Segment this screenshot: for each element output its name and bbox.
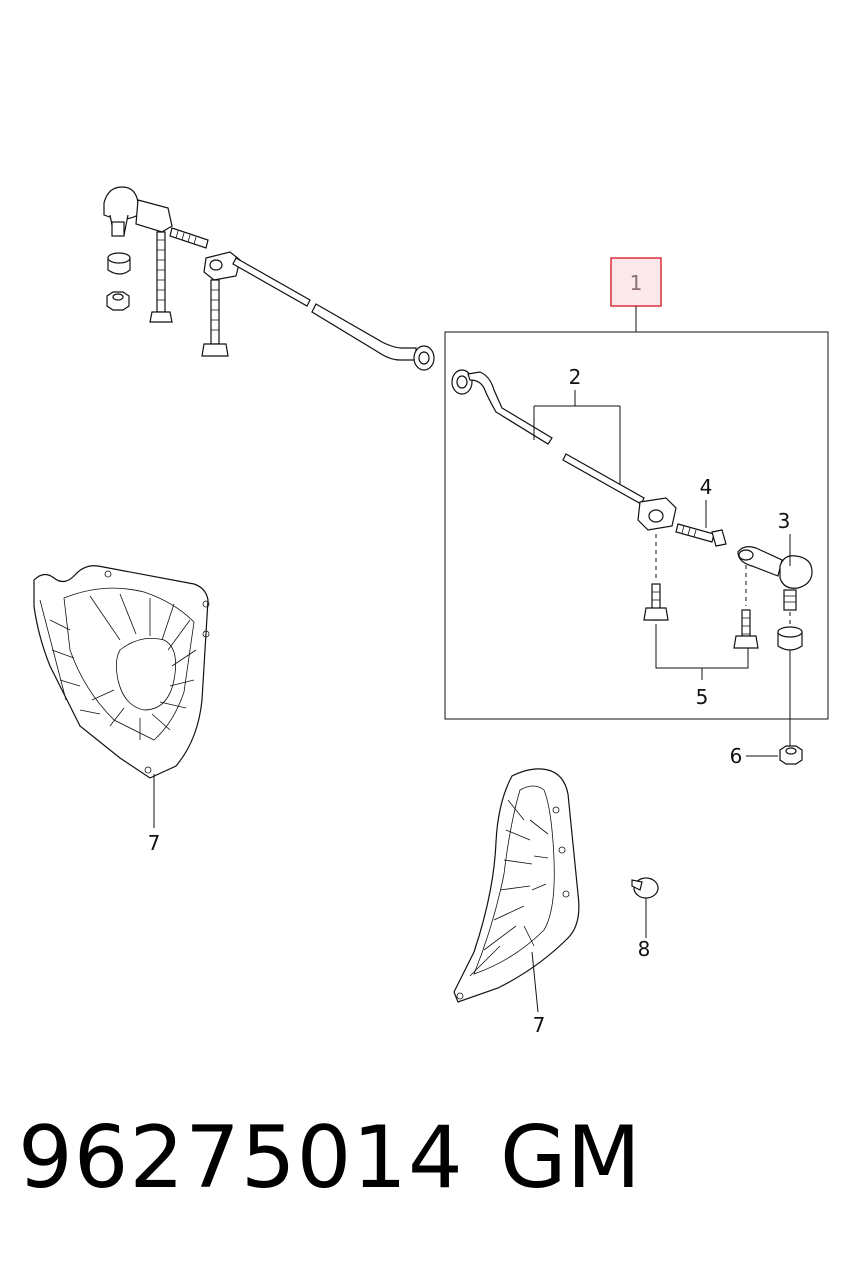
callout-1-highlight-box xyxy=(610,257,662,307)
callout-1-label: 1 xyxy=(630,271,643,295)
callout-6-label: 6 xyxy=(730,744,743,768)
tie-rod-assembly-top xyxy=(103,186,435,371)
splash-shield-left xyxy=(33,565,210,779)
callout-7-left[interactable]: 7 xyxy=(148,831,161,855)
part-number: 96275014 xyxy=(18,1108,464,1208)
callout-7-left-label: 7 xyxy=(148,831,161,855)
callout-7-right-label: 7 xyxy=(533,1013,546,1037)
nut-6 xyxy=(779,745,803,765)
kit-frame xyxy=(444,331,829,720)
callout-5-label: 5 xyxy=(696,685,709,709)
callout-1[interactable]: 1 xyxy=(610,257,662,307)
callout-7-right[interactable]: 7 xyxy=(533,1013,546,1037)
brand-name: GM xyxy=(500,1108,641,1208)
callout-3[interactable]: 3 xyxy=(778,509,791,533)
callout-4[interactable]: 4 xyxy=(700,475,713,499)
callout-8[interactable]: 8 xyxy=(638,937,651,961)
callout-3-label: 3 xyxy=(778,509,791,533)
callout-2[interactable]: 2 xyxy=(569,365,582,389)
callout-2-label: 2 xyxy=(569,365,582,389)
tie-rod-kit-contents xyxy=(451,369,813,651)
callout-8-label: 8 xyxy=(638,937,651,961)
callout-4-label: 4 xyxy=(700,475,713,499)
callout-5[interactable]: 5 xyxy=(696,685,709,709)
clip-8 xyxy=(631,877,659,899)
splash-shield-right xyxy=(453,768,580,1003)
callout-6[interactable]: 6 xyxy=(730,744,743,768)
